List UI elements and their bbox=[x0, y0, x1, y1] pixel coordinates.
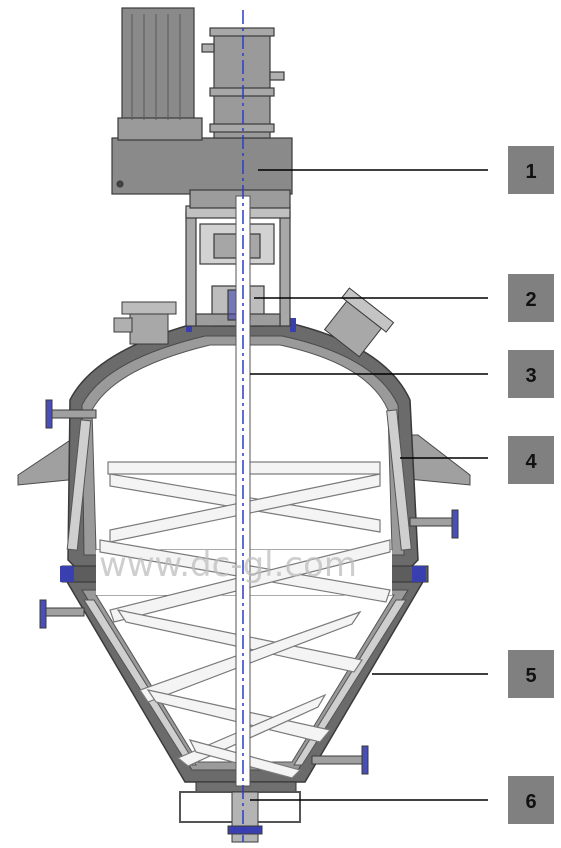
callout-1: 1 bbox=[508, 146, 554, 194]
left-lower-nozzle-flange bbox=[39, 599, 47, 629]
callout-number: 2 bbox=[525, 289, 536, 311]
gearbox-icon bbox=[111, 137, 293, 195]
bottom-discharge bbox=[179, 791, 301, 843]
right-mid-nozzle-flange bbox=[451, 509, 459, 539]
output-housing-flange-mid bbox=[209, 87, 275, 97]
callout-labels: 1 2 3 4 5 6 bbox=[508, 146, 554, 824]
right-lower-nozzle-flange bbox=[361, 745, 369, 775]
bolt-icon bbox=[60, 566, 74, 582]
motor-endcap bbox=[117, 117, 203, 141]
top-nozzles bbox=[113, 287, 395, 358]
right-angled-nozzle bbox=[323, 287, 395, 358]
output-side-port-right bbox=[269, 71, 285, 81]
right-cone-slot bbox=[293, 599, 407, 766]
right-jacket-slot bbox=[386, 409, 412, 551]
left-upper-nozzle bbox=[49, 409, 97, 419]
motor-cooling-fins bbox=[131, 14, 181, 120]
left-top-nozzle-flange bbox=[121, 301, 177, 315]
callout-number: 1 bbox=[525, 161, 536, 183]
right-lower-nozzle bbox=[311, 755, 367, 765]
bolt-icon bbox=[412, 566, 426, 582]
left-cone-slot bbox=[83, 599, 197, 766]
gearbox-drain bbox=[116, 180, 124, 188]
right-mid-nozzle bbox=[409, 517, 455, 527]
callout-5: 5 bbox=[508, 650, 554, 698]
motor-icon bbox=[121, 7, 195, 127]
output-side-port-left bbox=[201, 43, 215, 53]
callout-2: 2 bbox=[508, 274, 554, 322]
watermark: www.dc-gl.com bbox=[99, 545, 357, 585]
left-lower-nozzle bbox=[43, 607, 85, 617]
callout-leaders bbox=[250, 169, 488, 801]
side-nozzles bbox=[39, 399, 459, 775]
jacket-slots bbox=[66, 409, 412, 766]
callout-4: 4 bbox=[508, 436, 554, 484]
discharge-bolt bbox=[227, 825, 263, 835]
callout-number: 5 bbox=[525, 665, 536, 687]
drive-unit bbox=[111, 7, 293, 209]
left-side-nozzle bbox=[113, 317, 133, 333]
callout-6: 6 bbox=[508, 776, 554, 824]
output-housing-flange-low bbox=[209, 123, 275, 133]
output-housing bbox=[213, 29, 271, 139]
frame-right-post bbox=[279, 211, 291, 327]
callout-number: 3 bbox=[525, 365, 536, 387]
output-housing-flange-top bbox=[209, 27, 275, 37]
callout-number: 6 bbox=[525, 791, 536, 813]
left-top-nozzle-body bbox=[129, 311, 169, 345]
left-jacket-slot bbox=[66, 419, 92, 551]
callout-number: 4 bbox=[525, 451, 537, 473]
frame-left-post bbox=[185, 211, 197, 327]
callout-3: 3 bbox=[508, 350, 554, 398]
bolt-icon bbox=[290, 318, 296, 332]
left-upper-nozzle-flange bbox=[45, 399, 53, 429]
